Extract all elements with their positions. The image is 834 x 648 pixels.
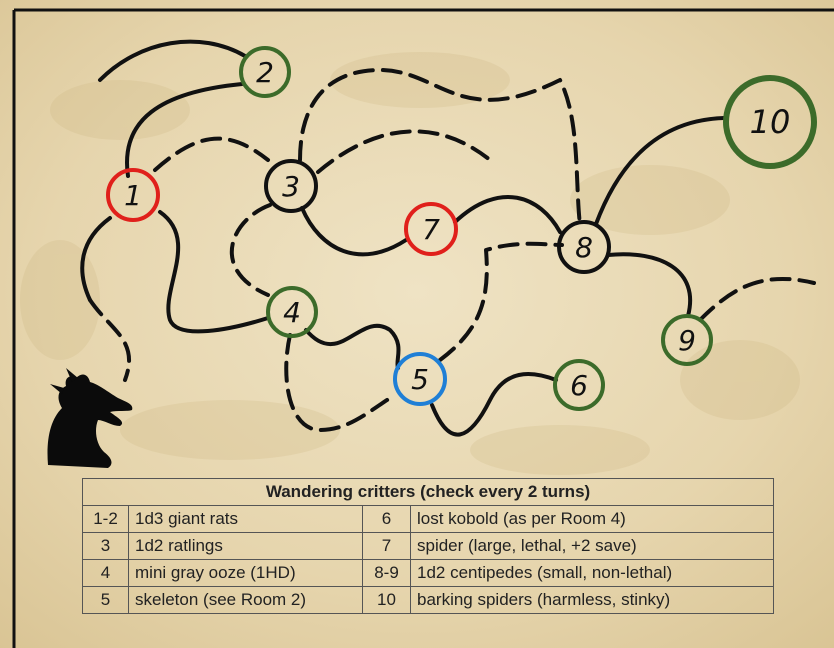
room-node[interactable]: 9: [661, 314, 713, 366]
dashed-path-5-8: [438, 241, 564, 362]
path-7-8: [453, 195, 562, 234]
creature-cell: skeleton (see Room 2): [128, 586, 363, 614]
wandering-critters-table: Wandering critters (check every 2 turns)…: [82, 478, 774, 614]
room-label: 10: [750, 103, 791, 141]
creature-cell: barking spiders (harmless, stinky): [410, 586, 774, 614]
room-label: 4: [283, 296, 301, 329]
dashed-path-3-east: [316, 129, 492, 174]
dashed-path-3-loop: [298, 68, 582, 227]
path-1-2: [98, 39, 247, 82]
dashed-path-9-east: [698, 277, 816, 322]
creature-cell: lost kobold (as per Room 4): [410, 505, 774, 533]
roll-cell: 10: [362, 586, 411, 614]
room-label: 7: [422, 213, 440, 246]
table-row: 1-2 1d3 giant rats 6 lost kobold (as per…: [82, 505, 774, 533]
room-node[interactable]: 6: [553, 359, 605, 411]
path-1-2-b: [125, 82, 244, 178]
roll-cell: 6: [362, 505, 411, 533]
room-node[interactable]: 7: [404, 202, 458, 256]
room-label: 5: [411, 363, 429, 396]
dashed-path-dragon: [88, 298, 132, 382]
path-3-7: [300, 206, 408, 257]
room-label: 1: [124, 179, 142, 212]
roll-cell: 8-9: [362, 559, 411, 587]
room-label: 8: [575, 231, 593, 264]
creature-cell: 1d2 centipedes (small, non-lethal): [410, 559, 774, 587]
room-node[interactable]: 2: [239, 46, 291, 98]
room-label: 3: [282, 170, 300, 203]
solid-paths: [80, 39, 726, 437]
path-4-5: [304, 323, 401, 370]
dashed-path-1-3: [153, 136, 270, 172]
roll-cell: 1-2: [82, 505, 129, 533]
parchment-blotches: [20, 52, 800, 475]
creature-cell: mini gray ooze (1HD): [128, 559, 363, 587]
room-label: 2: [256, 56, 274, 89]
table-row: 3 1d2 ratlings 7 spider (large, lethal, …: [82, 532, 774, 560]
table-row: 4 mini gray ooze (1HD) 8-9 1d2 centipede…: [82, 559, 774, 587]
room-label: 9: [678, 324, 696, 357]
table-row: 5 skeleton (see Room 2) 10 barking spide…: [82, 586, 774, 614]
room-node[interactable]: 10: [723, 75, 817, 169]
roll-cell: 3: [82, 532, 129, 560]
path-1-4: [158, 210, 270, 334]
dashed-path-3-4: [229, 203, 272, 297]
path-8-9: [606, 252, 692, 318]
room-node[interactable]: 1: [106, 168, 160, 222]
path-1-west: [80, 216, 112, 302]
creature-cell: 1d2 ratlings: [128, 532, 363, 560]
map-nodes: 1 2 3 4 5 6 7: [106, 46, 817, 411]
roll-cell: 4: [82, 559, 129, 587]
room-node[interactable]: 4: [266, 286, 318, 338]
path-5-6: [430, 372, 558, 437]
table-title: Wandering critters (check every 2 turns): [82, 478, 774, 506]
room-label: 6: [570, 369, 588, 402]
roll-cell: 7: [362, 532, 411, 560]
roll-cell: 5: [82, 586, 129, 614]
dragon-icon: [47, 368, 133, 468]
dashed-path-4-5: [284, 333, 397, 432]
creature-cell: spider (large, lethal, +2 save): [410, 532, 774, 560]
creature-cell: 1d3 giant rats: [128, 505, 363, 533]
room-node[interactable]: 5: [393, 352, 447, 406]
room-node[interactable]: 8: [557, 220, 611, 274]
dashed-paths: [88, 68, 816, 432]
table-header-row: Wandering critters (check every 2 turns): [82, 478, 774, 506]
path-8-10: [594, 116, 726, 226]
room-node[interactable]: 3: [264, 159, 318, 213]
